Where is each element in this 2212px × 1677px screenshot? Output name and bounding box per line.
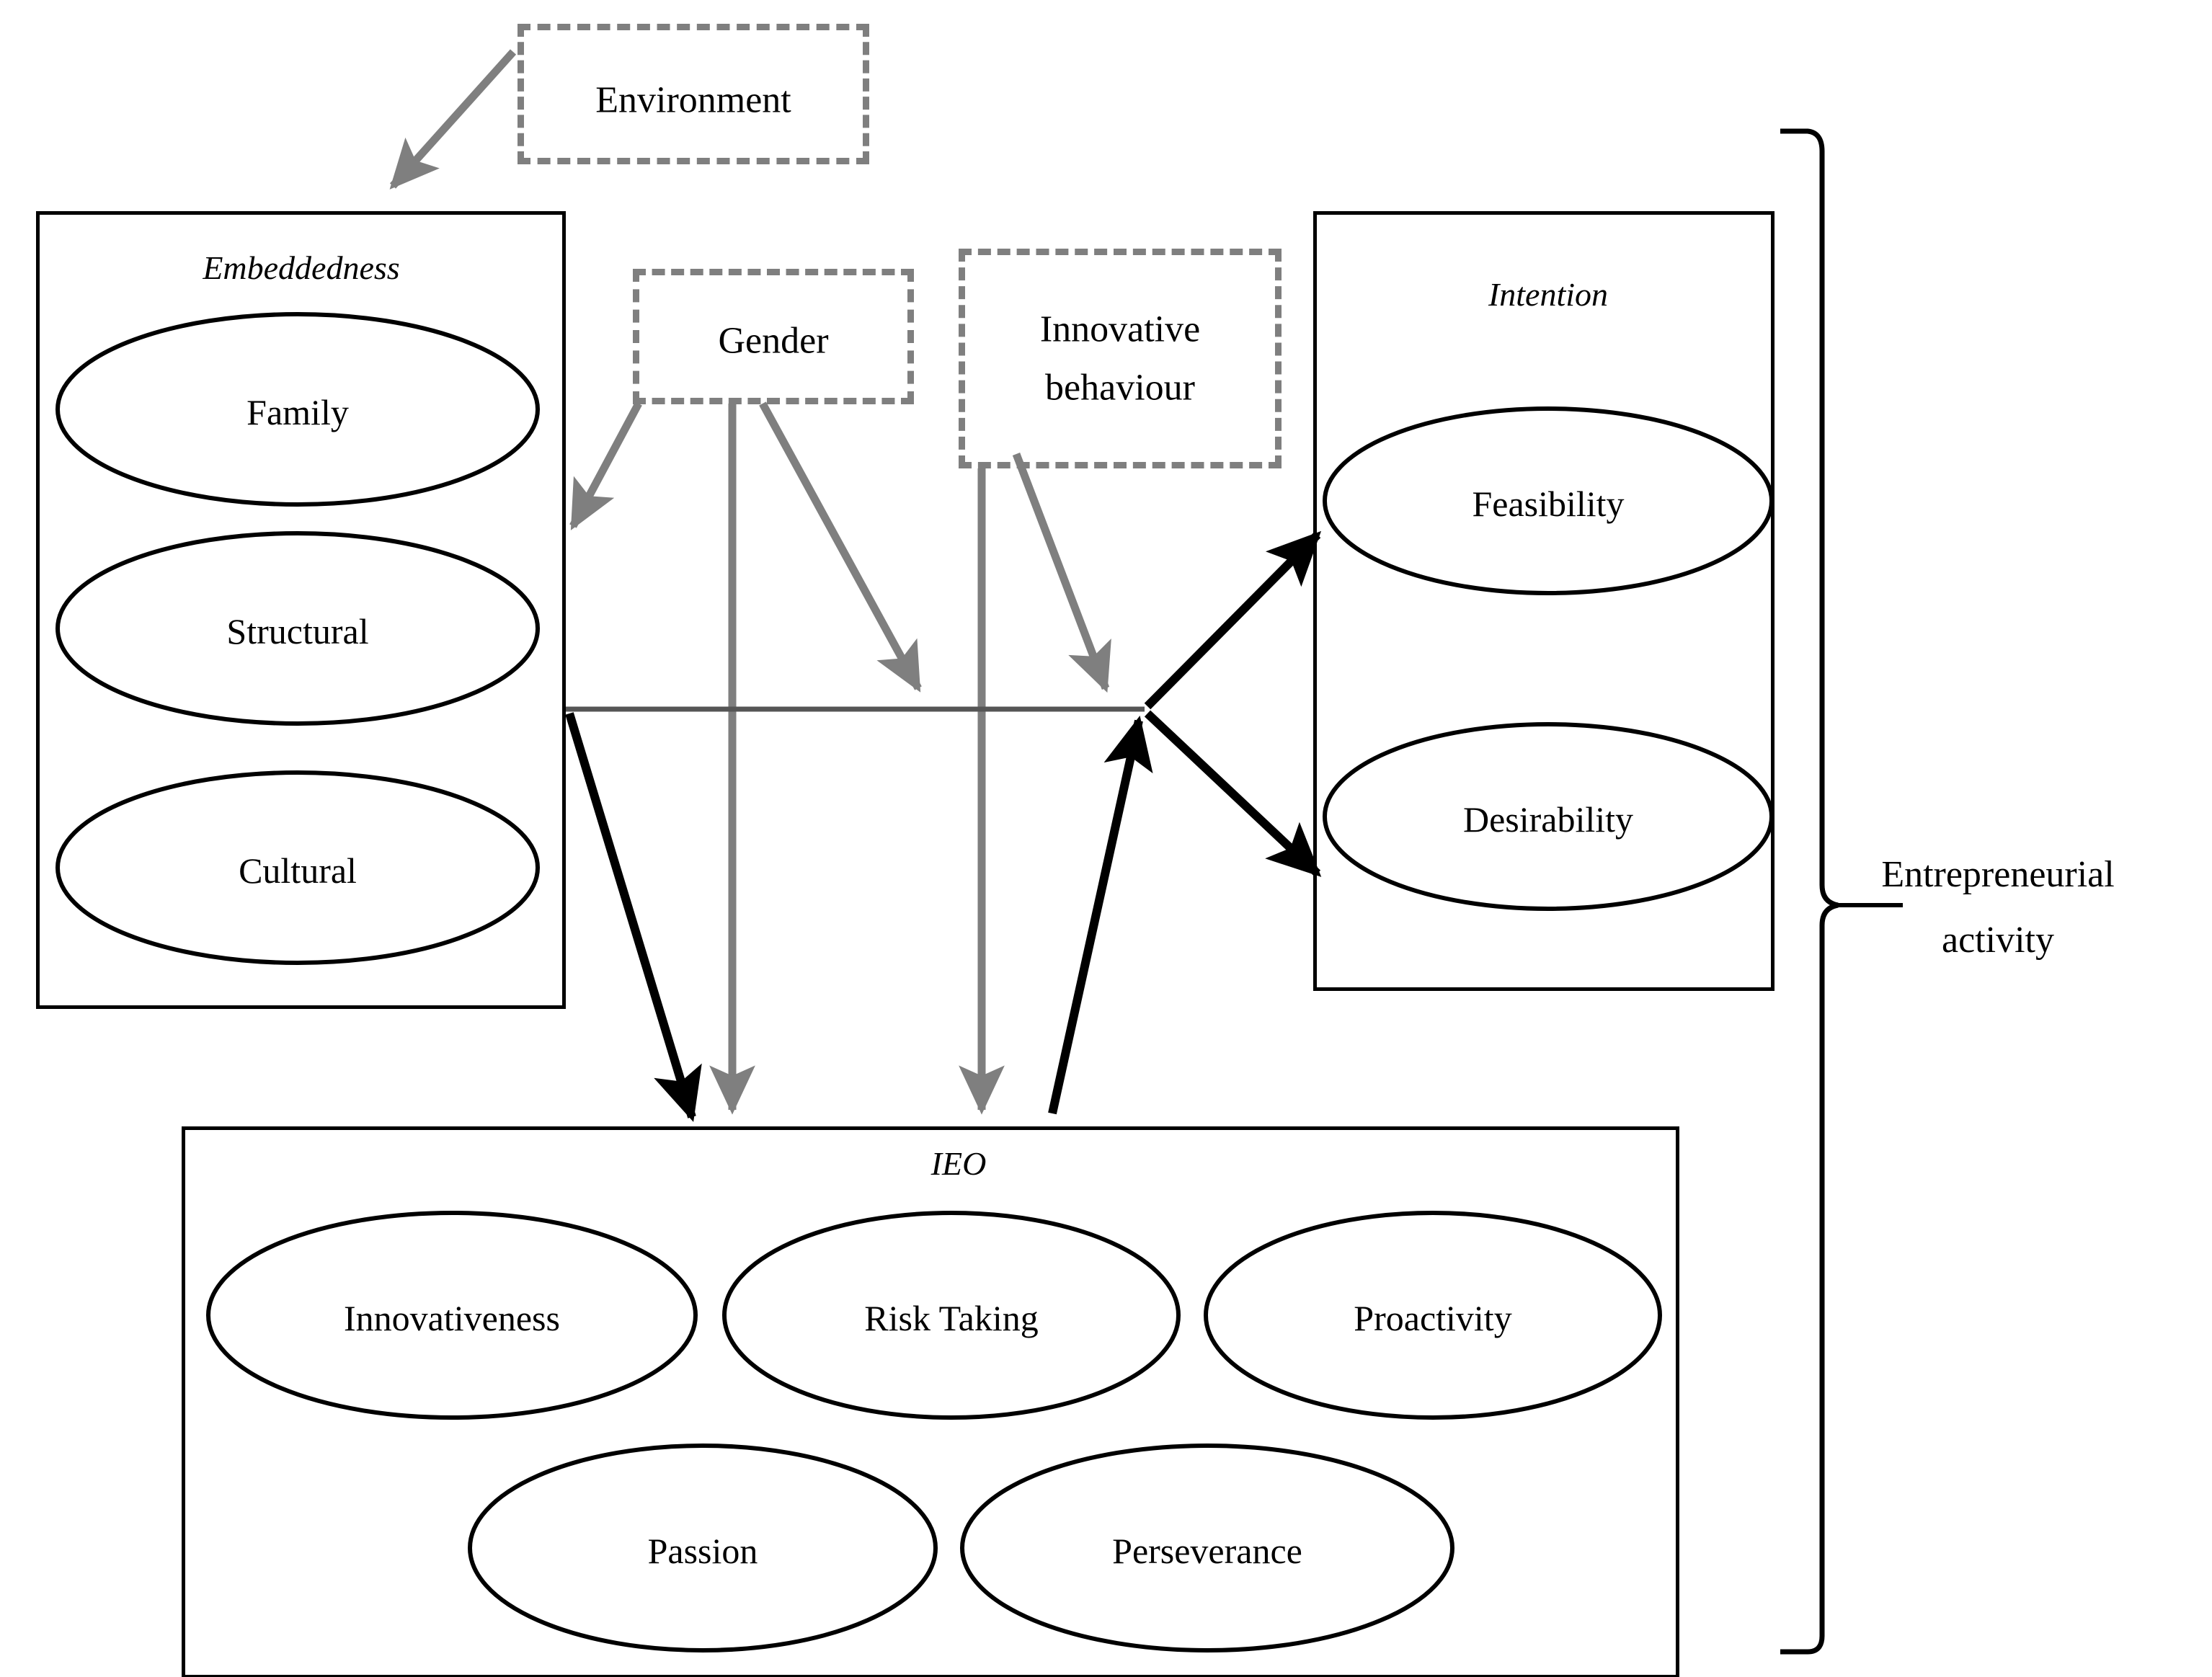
arrow-environment-to-embeddedness [389,49,517,190]
ellipse-passion [468,1444,938,1652]
label-cultural: Cultural [239,850,357,891]
entrepreneurial-activity-label: Entrepreneurial activity [1881,842,2114,973]
environment-box [518,24,869,164]
environment-label: Environment [595,79,791,121]
innovative-behaviour-line2: behaviour [1045,367,1195,408]
label-risk-taking: Risk Taking [864,1298,1039,1338]
label-feasibility: Feasibility [1472,484,1625,524]
gender-box [633,269,914,404]
ieo-box [182,1126,1679,1677]
arrow-ieo-to-junction [1048,715,1153,1115]
label-passion: Passion [647,1531,758,1571]
embeddedness-box [36,211,566,1009]
arrow-innovative-behaviour-to-central-path [1012,453,1111,693]
label-perseverance: Perseverance [1112,1531,1302,1571]
ellipse-structural [55,531,540,726]
label-proactivity: Proactivity [1354,1298,1512,1338]
innovative-behaviour-line1: Innovative [1039,308,1201,350]
label-family: Family [246,392,349,432]
arrow-junction-to-desirability [1144,710,1322,877]
outcome-line1: Entrepreneurial [1881,854,2115,895]
intention-title: Intention [1488,276,1609,313]
ellipse-perseverance [960,1444,1454,1652]
arrow-gender-to-central-path [759,401,922,693]
embeddedness-title: Embeddedness [203,249,400,286]
arrow-gender-to-embeddedness [569,401,642,530]
arrow-embeddedness-to-ieo [565,712,702,1122]
label-desirability: Desirability [1462,799,1634,840]
ellipse-innovativeness [206,1211,698,1420]
ellipse-desirability [1323,722,1774,911]
outcome-line2: activity [1942,920,2054,961]
gender-label: Gender [718,320,829,362]
ellipse-proactivity [1204,1211,1662,1420]
ellipse-family [55,312,540,507]
label-innovativeness: Innovativeness [344,1298,560,1338]
arrow-junction-to-feasibility [1144,530,1322,710]
intention-box [1313,211,1775,991]
innovative-behaviour-label: Innovative behaviour [1040,301,1200,417]
innovative-behaviour-box [959,249,1282,468]
ieo-title: IEO [930,1145,987,1182]
ellipse-cultural [55,770,540,965]
label-structural: Structural [226,611,369,651]
ellipse-risk-taking [722,1211,1181,1420]
ellipse-feasibility [1323,406,1774,595]
